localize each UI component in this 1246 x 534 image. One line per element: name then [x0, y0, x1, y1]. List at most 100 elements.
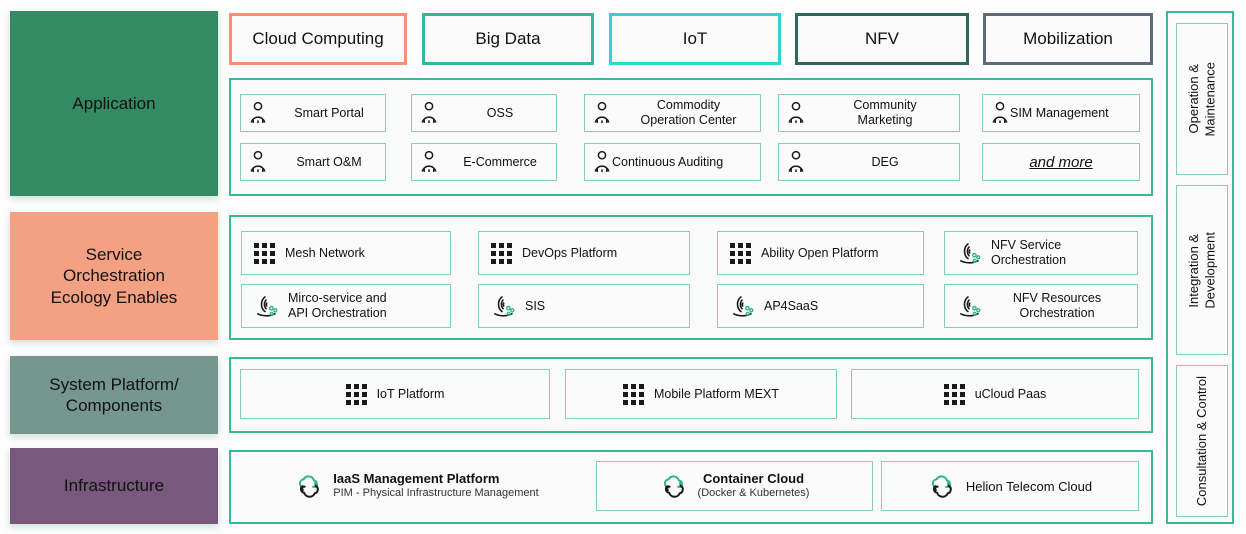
- layer-label-system: System Platform/ Components: [10, 356, 218, 434]
- and-more-label: and more: [1029, 153, 1093, 171]
- tab-nfv-label: NFV: [865, 29, 899, 48]
- layer-label-system-line1: System Platform/: [49, 374, 179, 394]
- app-card-smart-om[interactable]: Smart O&M: [240, 143, 386, 181]
- cloud-refresh-icon: [295, 473, 323, 499]
- infra-item-title: Container Cloud: [702, 471, 805, 486]
- sys-card-label: Mobile Platform MEXT: [653, 387, 780, 401]
- layer-label-system-line2: Components: [65, 396, 163, 415]
- orchestration-icon: [957, 241, 981, 265]
- app-card-community-marketing[interactable]: Community Marketing: [778, 94, 960, 132]
- sys-card-label: uCloud Paas: [974, 387, 1047, 401]
- person-icon: [249, 101, 267, 125]
- person-icon: [593, 101, 611, 125]
- person-icon: [787, 101, 805, 125]
- sidebar-box-operation-maintenance[interactable]: Operation &Maintenance: [1176, 23, 1228, 175]
- orchestration-icon: [491, 294, 515, 318]
- app-card-label: DEG: [871, 154, 899, 169]
- tab-nfv[interactable]: NFV: [795, 13, 969, 65]
- infra-item-title: Helion Telecom Cloud: [965, 478, 1093, 494]
- app-card-and-more[interactable]: and more: [982, 143, 1140, 181]
- app-card-continuous-auditing[interactable]: Continuous Auditing: [584, 143, 761, 181]
- dots-grid-icon: [491, 242, 512, 264]
- tab-big-data[interactable]: Big Data: [422, 13, 594, 65]
- sys-card-ucloud-paas[interactable]: uCloud Paas: [851, 369, 1139, 419]
- dots-grid-icon: [622, 383, 644, 405]
- infra-item-title: IaaS Management Platform: [333, 471, 500, 486]
- svc-card-sublabel: Orchestration: [1019, 306, 1095, 320]
- app-card-commodity-operation-center[interactable]: Commodity Operation Center: [584, 94, 761, 132]
- svc-card-label: NFV Resources: [1012, 291, 1102, 305]
- sidebar-box-consultation-control[interactable]: Consultation & Control: [1176, 365, 1228, 517]
- svc-card-nfv-resources-orchestration[interactable]: NFV Resources Orchestration: [944, 284, 1138, 328]
- svc-card-micro-service-api-orchestration[interactable]: Mirco-service and API Orchestration: [241, 284, 451, 328]
- tab-iot[interactable]: IoT: [609, 13, 781, 65]
- svc-card-devops-platform[interactable]: DevOps Platform: [478, 231, 690, 275]
- orchestration-icon: [957, 294, 981, 318]
- infra-item-iaas-management-platform[interactable]: IaaS Management Platform PIM - Physical …: [252, 461, 582, 511]
- app-card-label: SIM Management: [1010, 105, 1109, 120]
- app-card-label: Smart Portal: [294, 105, 364, 120]
- tab-mobilization-label: Mobilization: [1023, 29, 1113, 48]
- person-icon: [593, 150, 611, 174]
- sidebar-box-integration-development-label: Integration &Development: [1185, 231, 1217, 309]
- orchestration-icon: [730, 294, 754, 318]
- sys-card-mobile-platform-mext[interactable]: Mobile Platform MEXT: [565, 369, 837, 419]
- cloud-refresh-icon: [660, 473, 688, 499]
- orchestration-icon: [254, 294, 278, 318]
- svc-card-sublabel: Orchestration: [991, 253, 1067, 267]
- app-card-sublabel: Operation Center: [640, 113, 737, 127]
- infra-item-container-cloud[interactable]: Container Cloud (Docker & Kubernetes): [596, 461, 873, 511]
- layer-label-service-line2: Orchestration: [62, 266, 166, 286]
- person-icon: [420, 101, 438, 125]
- infra-item-helion-telecom-cloud[interactable]: Helion Telecom Cloud: [881, 461, 1139, 511]
- app-card-label: Smart O&M: [296, 154, 362, 169]
- svc-card-label: AP4SaaS: [764, 298, 819, 313]
- infra-item-subtitle: (Docker & Kubernetes): [697, 487, 810, 500]
- dots-grid-icon: [345, 383, 367, 405]
- person-icon: [991, 101, 1009, 125]
- app-card-sim-management[interactable]: SIM Management: [982, 94, 1140, 132]
- svc-card-label: Mesh Network: [285, 245, 365, 260]
- layer-label-infrastructure: Infrastructure: [10, 448, 218, 524]
- layer-label-infrastructure-text: Infrastructure: [63, 476, 165, 496]
- layer-label-service-line1: Service: [85, 245, 143, 265]
- layer-label-service-line3: Ecology Enables: [50, 287, 178, 307]
- app-card-label: Continuous Auditing: [612, 154, 724, 169]
- tab-big-data-label: Big Data: [475, 29, 541, 48]
- svc-card-label: Ability Open Platform: [761, 245, 879, 260]
- layer-label-application: Application: [10, 11, 218, 196]
- person-icon: [420, 150, 438, 174]
- app-card-label: OSS: [486, 105, 514, 120]
- sys-card-label: IoT Platform: [376, 387, 445, 401]
- layer-label-service: Service Orchestration Ecology Enables: [10, 212, 218, 340]
- sidebar-box-consultation-control-label: Consultation & Control: [1193, 375, 1209, 507]
- tab-cloud-computing-label: Cloud Computing: [252, 29, 384, 48]
- tab-iot-label: IoT: [682, 29, 708, 48]
- svc-card-label: DevOps Platform: [522, 245, 618, 260]
- svc-card-nfv-service-orchestration[interactable]: NFV Service Orchestration: [944, 231, 1138, 275]
- cloud-refresh-icon: [928, 473, 956, 499]
- app-card-smart-portal[interactable]: Smart Portal: [240, 94, 386, 132]
- tab-cloud-computing[interactable]: Cloud Computing: [229, 13, 407, 65]
- app-card-oss[interactable]: OSS: [411, 94, 557, 132]
- tab-mobilization[interactable]: Mobilization: [983, 13, 1153, 65]
- sidebar-box-integration-development[interactable]: Integration &Development: [1176, 185, 1228, 355]
- svc-card-sublabel: API Orchestration: [288, 306, 387, 320]
- app-card-label: Commodity: [656, 98, 721, 112]
- dots-grid-icon: [943, 383, 965, 405]
- svc-card-label: SIS: [525, 298, 546, 313]
- person-icon: [787, 150, 805, 174]
- svc-card-mesh-network[interactable]: Mesh Network: [241, 231, 451, 275]
- svc-card-ap4saas[interactable]: AP4SaaS: [717, 284, 924, 328]
- right-sidebar: Operation &Maintenance Integration &Deve…: [1166, 11, 1234, 524]
- svc-card-sis[interactable]: SIS: [478, 284, 690, 328]
- app-card-deg[interactable]: DEG: [778, 143, 960, 181]
- dots-grid-icon: [254, 242, 275, 264]
- dots-grid-icon: [730, 242, 751, 264]
- sidebar-box-operation-maintenance-label: Operation &Maintenance: [1185, 61, 1217, 137]
- app-card-e-commerce[interactable]: E-Commerce: [411, 143, 557, 181]
- svc-card-ability-open-platform[interactable]: Ability Open Platform: [717, 231, 924, 275]
- svc-card-label: NFV Service: [991, 238, 1062, 252]
- sys-card-iot-platform[interactable]: IoT Platform: [240, 369, 550, 419]
- infra-item-subtitle: PIM - Physical Infrastructure Management: [333, 487, 539, 500]
